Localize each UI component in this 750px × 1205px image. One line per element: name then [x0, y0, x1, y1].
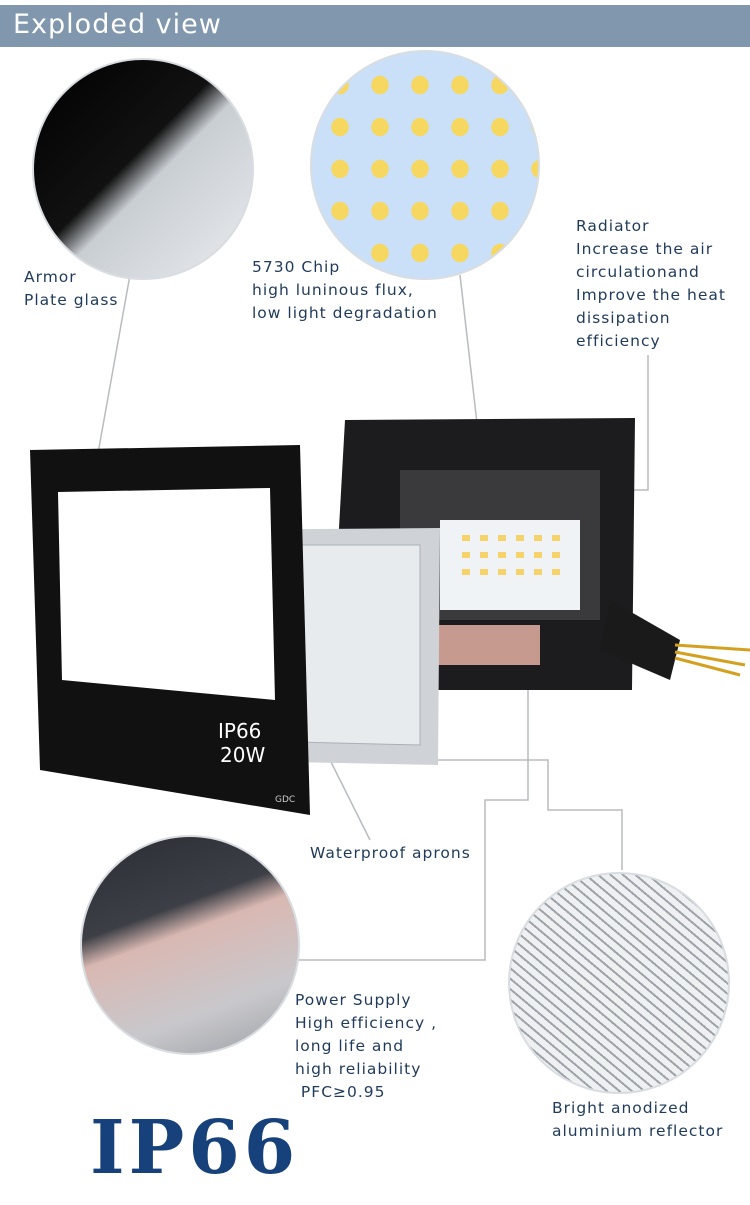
- power-supply-detail-circle: [80, 835, 300, 1055]
- header-title: Exploded view: [13, 9, 222, 40]
- ip66-badge: IP66: [90, 1105, 300, 1191]
- front-frame: IP66 20W GDC: [30, 445, 310, 815]
- glass-detail-circle: [32, 58, 254, 280]
- frame-rating: IP66: [218, 719, 261, 743]
- power-supply-label: Power Supply High efficiency , long life…: [295, 991, 438, 1101]
- waterproof-aprons-label: Waterproof aprons: [310, 844, 471, 862]
- frame-power: 20W: [220, 743, 265, 767]
- frame-brand: GDC: [275, 795, 295, 805]
- chip-label: 5730 Chip high luninous flux, low light …: [252, 258, 438, 322]
- reflector-detail-circle: [508, 872, 730, 1094]
- reflector-label: Bright anodized aluminium reflector: [552, 1099, 724, 1140]
- led-chip-detail-circle: [310, 50, 540, 280]
- section-header: Exploded view: [0, 5, 750, 47]
- armor-glass-label: Armor Plate glass: [24, 268, 119, 309]
- radiator-label: Radiator Increase the air circulationand…: [576, 217, 726, 350]
